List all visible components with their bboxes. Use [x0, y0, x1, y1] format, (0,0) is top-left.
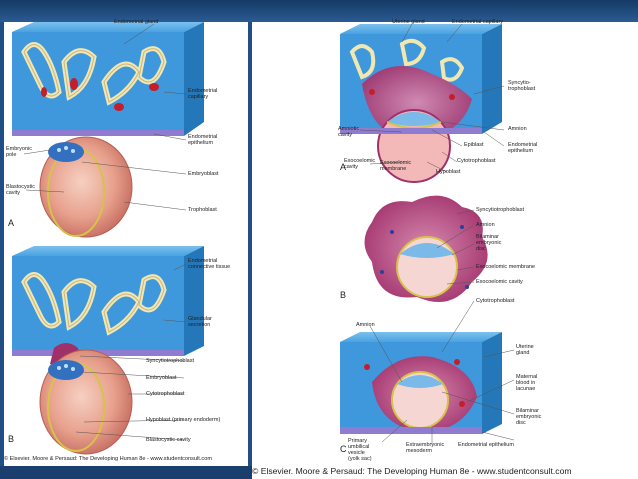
right-figure-panel: Uterine gland Endometrial capillary Sync… — [252, 19, 638, 479]
label-amnion-b: Amnion — [476, 222, 495, 228]
label-blastocystic-cavity-b: Blastocystic cavity — [146, 437, 191, 443]
panel-letter-a-right: A — [340, 162, 347, 172]
right-leader-lines — [359, 23, 515, 445]
label-exocoelomic-membrane-b: Exocoelomic membrane — [476, 264, 535, 270]
label-endometrial-capillary: Endometrial capillary — [188, 88, 218, 100]
label-hypoblast-a: Hypoblast — [436, 169, 461, 175]
label-endometrial-epithelium-a: Endometrial epithelium — [508, 142, 538, 154]
right-credit: © Elsevier. Moore & Persaud: The Develop… — [252, 466, 572, 476]
slide-top-bar — [0, 0, 638, 22]
left-leader-lines — [23, 23, 187, 441]
left-fig-b-block — [12, 246, 204, 455]
label-embryoblast-b: Embryoblast — [146, 375, 177, 381]
label-embryoblast: Embryoblast — [188, 171, 219, 177]
label-bilaminar-disc-c: Bilaminar embryonic disc — [516, 408, 542, 426]
label-trophoblast: Trophoblast — [188, 207, 217, 213]
label-syncytiotrophoblast-a: Syncytio- trophoblast — [508, 80, 536, 92]
label-amniotic-cavity: Amniotic cavity — [338, 126, 360, 138]
label-uterine-gland-c: Uterine gland — [516, 344, 534, 356]
label-endometrial-capillary-a: Endometrial capillary — [452, 19, 504, 25]
label-bilaminar-disc-b: Bilaminar embryonic disc — [476, 234, 502, 252]
panel-letter-c-right: C — [340, 444, 347, 454]
label-cytotrophoblast: Cytotrophoblast — [146, 391, 185, 397]
label-exocoelomic-membrane-a: Exocoelomic membrane — [380, 160, 412, 172]
label-endometrial-gland: Endometrial gland — [114, 19, 159, 25]
label-cytotrophoblast-b: Cytotrophoblast — [476, 298, 515, 304]
label-exocoelomic-cavity-a: Exocoelomic cavity — [344, 158, 376, 170]
label-embryonic-pole: Embryonic pole — [6, 146, 32, 158]
label-syncytiotrophoblast: Syncytiotrophoblast — [146, 358, 194, 364]
right-fig-c-block — [340, 332, 502, 434]
panel-letter-b-left: B — [8, 434, 15, 444]
left-illustration — [12, 22, 204, 455]
left-credit: © Elsevier. Moore & Persaud: The Develop… — [4, 456, 212, 462]
label-endometrial-epithelium-c: Endometrial epithelium — [458, 442, 514, 448]
label-endometrial-epithelium: Endometrial epithelium — [188, 134, 218, 146]
label-syncytiotrophoblast-b: Syncytiotrophoblast — [476, 207, 524, 213]
label-glandular-secretion: Glandular secretion — [188, 316, 212, 328]
label-epiblast: Epiblast — [464, 142, 484, 148]
label-uterine-gland-a: Uterine gland — [392, 19, 425, 25]
left-fig-a-block — [12, 22, 204, 238]
label-extraembryonic-mesoderm: Extraembryonic mesoderm — [406, 442, 445, 454]
label-cytotrophoblast-a: Cytotrophoblast — [457, 158, 496, 164]
right-fig-a-block — [340, 24, 502, 183]
label-primary-yolk-sac: Primary umbilical vesicle (yolk sac) — [348, 438, 372, 462]
label-endometrial-connective-tissue: Endometrial connective tissue — [188, 258, 231, 270]
panel-letter-a-left: A — [8, 218, 15, 228]
right-illustration — [340, 23, 515, 445]
label-exocoelomic-cavity-b: Exocoelomic cavity — [476, 279, 523, 285]
label-amnion-c: Amnion — [356, 322, 375, 328]
label-hypoblast: Hypoblast (primary endoderm) — [146, 417, 221, 423]
left-figure-panel: Endometrial gland Endometrial capillary … — [4, 19, 248, 466]
label-blastocystic-cavity: Blastocystic cavity — [6, 184, 36, 196]
label-maternal-blood: Maternal blood in lacunae — [516, 374, 538, 392]
right-fig-b-block — [364, 195, 488, 302]
panel-letter-b-right: B — [340, 290, 347, 300]
label-amnion-a: Amnion — [508, 126, 527, 132]
